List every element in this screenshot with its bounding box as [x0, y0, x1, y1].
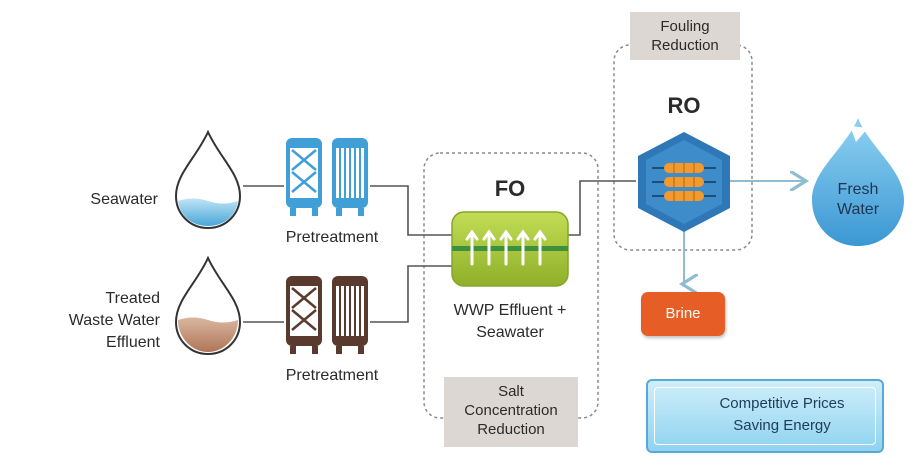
wastewater-label-line: Waste Water: [68, 312, 160, 329]
seawater-drop-icon: [174, 129, 242, 230]
salt-tag-line: Concentration: [464, 402, 558, 419]
wastewater-label-line: Effluent: [106, 334, 160, 351]
ro-title: RO: [667, 93, 701, 118]
wastewater-label-line: Treated: [105, 290, 160, 307]
pretreatment-label-top: Pretreatment: [285, 229, 379, 246]
seawater-label: Seawater: [90, 191, 158, 208]
benefit-line: Saving Energy: [733, 417, 831, 434]
wastewater-drop-icon: [174, 255, 242, 356]
fo-caption-line: Seawater: [476, 324, 544, 341]
benefits-inner-border: [654, 387, 876, 445]
fouling-tag-line: Reduction: [651, 37, 719, 54]
fo-to-ro-line: [568, 180, 636, 236]
fresh-water-label-line: Fresh: [837, 181, 879, 198]
fresh-water-label: Fresh Water: [818, 180, 898, 220]
wastewater-label: Treated Waste Water Effluent: [30, 288, 160, 354]
salt-concentration-tag: Salt Concentration Reduction: [444, 377, 578, 447]
fo-caption: WWP Effluent + Seawater: [430, 300, 590, 344]
connection-lines: [243, 185, 452, 323]
fo-caption-line: WWP Effluent +: [453, 302, 567, 319]
fo-dashed-region: [423, 152, 599, 419]
benefits-box: Competitive Prices Saving Energy: [646, 379, 884, 453]
fresh-water-drop-icon: [812, 118, 904, 246]
salt-tag-line: Salt: [498, 383, 524, 400]
benefit-line: Competitive Prices: [719, 395, 845, 412]
fresh-water-label-line: Water: [836, 201, 880, 218]
fouling-reduction-tag: Fouling Reduction: [630, 12, 740, 60]
pretreatment-label-bottom: Pretreatment: [285, 367, 379, 384]
fo-title: FO: [494, 176, 526, 201]
fo-module-icon: [451, 211, 569, 287]
ro-module-icon: [638, 132, 730, 232]
wastewater-pretreatment-icon: [286, 276, 368, 354]
brine-box: Brine: [641, 292, 725, 336]
salt-tag-line: Reduction: [477, 421, 545, 438]
fouling-tag-line: Fouling: [660, 18, 710, 35]
seawater-pretreatment-icon: [286, 138, 368, 216]
ro-dashed-region: [613, 44, 753, 251]
